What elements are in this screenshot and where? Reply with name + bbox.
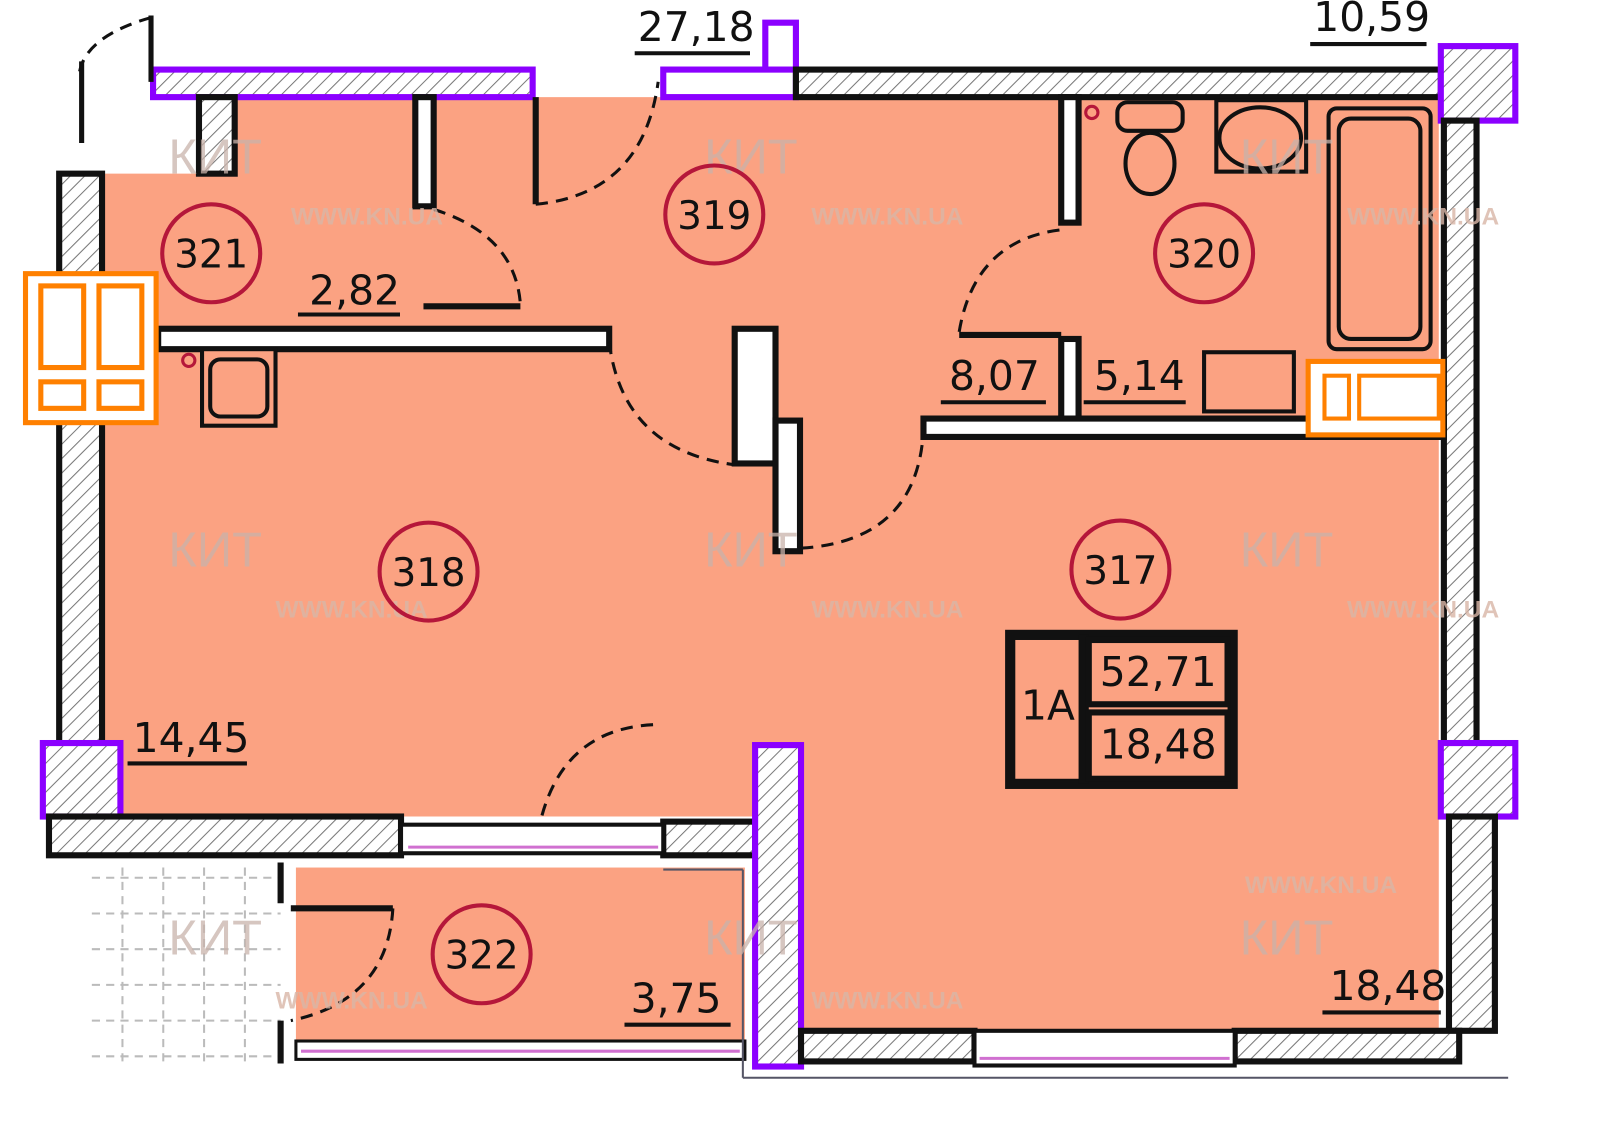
svg-text:322: 322 [445,934,519,979]
room-322[interactable]: 322 3,75 [430,903,731,1027]
room-fill-balcony [295,867,745,1057]
apartment-summary-box: 1A 52,71 18,48 [1005,629,1238,789]
svg-text:WWW.KN.UA: WWW.KN.UA [291,204,444,231]
entry-door [78,15,154,144]
svg-text:WWW.KN.UA: WWW.KN.UA [1245,872,1398,899]
svg-text:317: 317 [1083,549,1157,594]
svg-text:WWW.KN.UA: WWW.KN.UA [1347,204,1500,231]
svg-text:КИТ: КИТ [704,911,798,965]
outer-walls [39,19,1519,1070]
room-317[interactable]: 317 18,48 [1069,518,1447,1015]
svg-text:КИТ: КИТ [168,131,262,185]
room-321[interactable]: 321 2,82 [160,202,400,317]
svg-text:WWW.KN.UA: WWW.KN.UA [276,597,429,624]
living-area: 18,48 [1100,720,1217,768]
apartment-type: 1A [1021,682,1075,730]
svg-text:КИТ: КИТ [1240,911,1334,965]
svg-text:320: 320 [1167,233,1241,278]
room-320[interactable]: 320 5,14 [1083,202,1256,405]
svg-text:318: 318 [392,551,466,596]
svg-text:3,75: 3,75 [631,974,722,1022]
svg-text:18,48: 18,48 [1330,962,1447,1010]
fixtures [181,98,1433,428]
svg-text:14,45: 14,45 [133,714,250,762]
label-top-center: 27,18 [638,3,755,51]
svg-text:321: 321 [174,233,248,278]
svg-text:WWW.KN.UA: WWW.KN.UA [276,987,429,1014]
svg-text:КИТ: КИТ [168,524,262,578]
svg-text:КИТ: КИТ [704,524,798,578]
svg-text:WWW.KN.UA: WWW.KN.UA [1347,597,1500,624]
room-318[interactable]: 318 14,45 [127,520,480,766]
svg-text:2,82: 2,82 [309,266,400,314]
svg-text:WWW.KN.UA: WWW.KN.UA [811,597,964,624]
room-319[interactable]: 319 8,07 [663,163,1046,405]
total-area: 52,71 [1100,648,1217,696]
svg-text:8,07: 8,07 [949,352,1040,400]
svg-text:КИТ: КИТ [1240,524,1334,578]
svg-text:WWW.KN.UA: WWW.KN.UA [811,204,964,231]
door-swings [290,81,1062,1023]
svg-text:КИТ: КИТ [168,911,262,965]
svg-text:КИТ: КИТ [1240,131,1334,185]
svg-text:319: 319 [677,194,751,239]
washbasin-icon [1217,105,1304,171]
watermarks: КИТ WWW.KN.UA КИТ WWW.KN.UA КИТ WWW.KN.U… [168,131,1499,1015]
svg-text:КИТ: КИТ [704,131,798,185]
washing-machine-icon [1202,350,1296,414]
windows [22,271,1509,1079]
svg-text:WWW.KN.UA: WWW.KN.UA [811,987,964,1014]
balcony-tiles [91,867,281,1062]
svg-text:5,14: 5,14 [1094,352,1185,400]
bathtub-icon [1326,106,1433,352]
label-top-right: 10,59 [1313,0,1430,41]
